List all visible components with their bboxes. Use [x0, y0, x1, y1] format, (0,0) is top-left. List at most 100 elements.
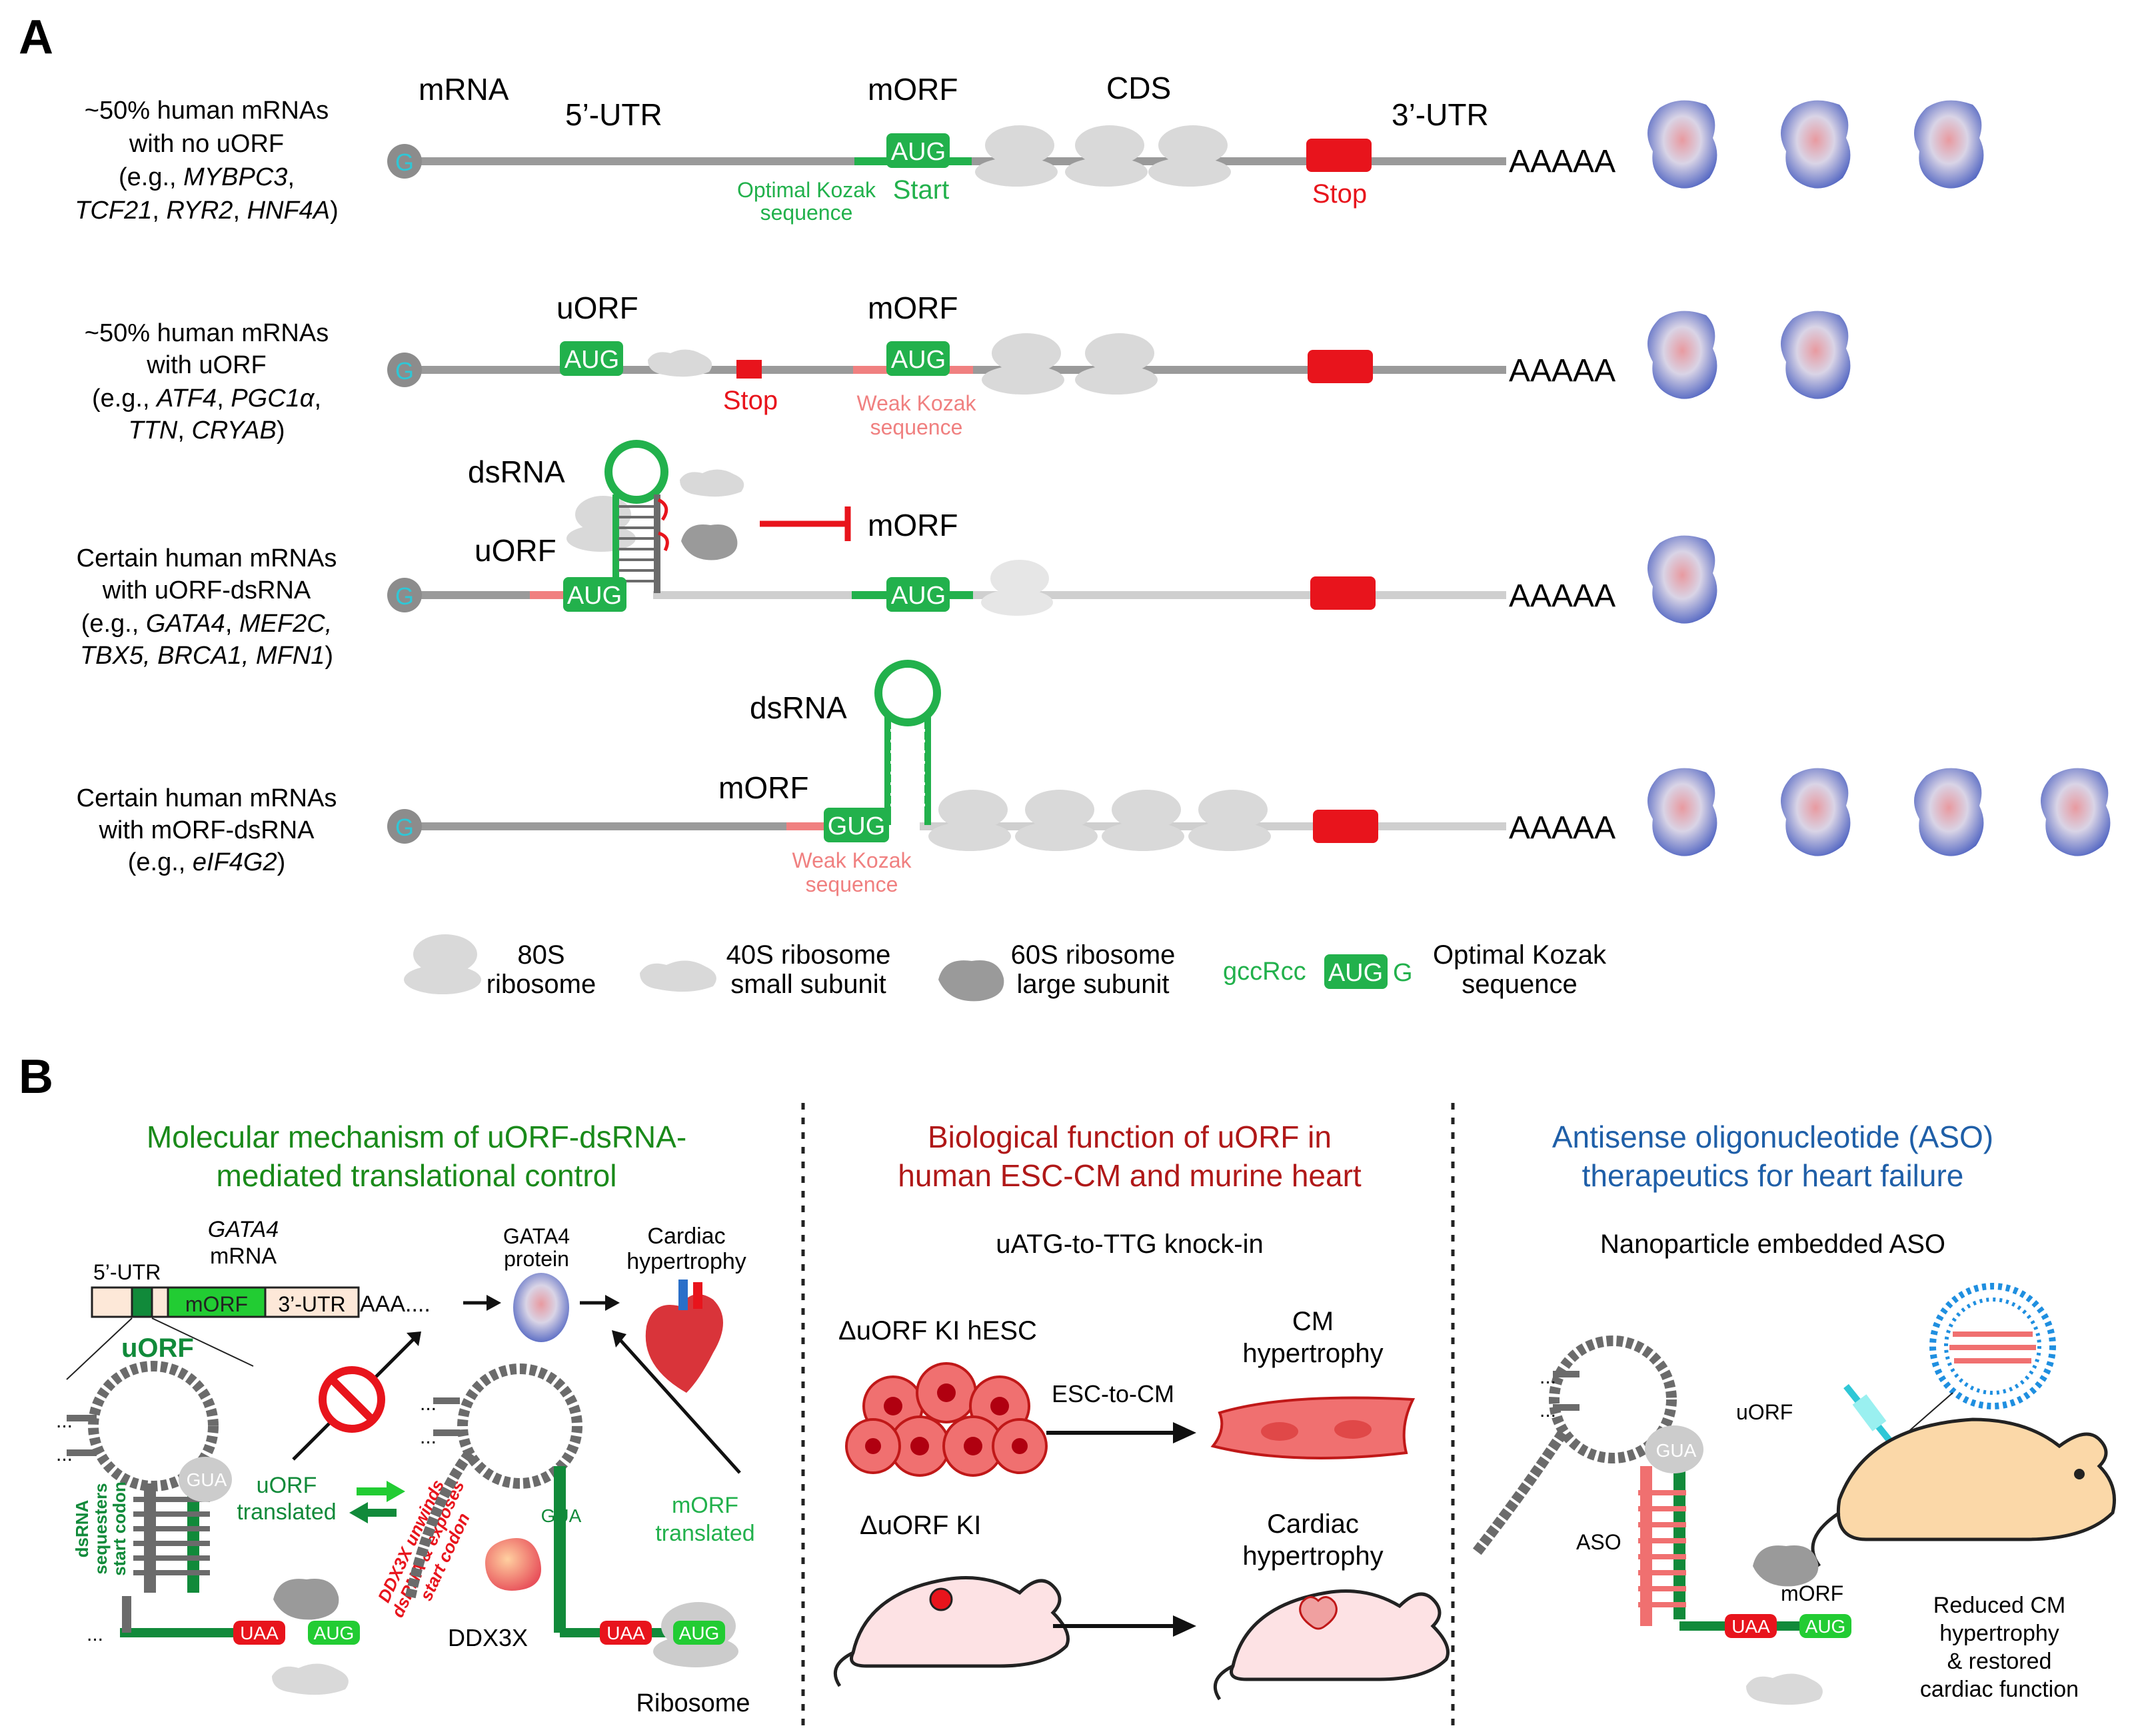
text-line: translated	[237, 1499, 336, 1525]
dsrna-structure-left	[67, 1361, 267, 1637]
protein-structure-icon	[1647, 100, 1984, 189]
hesc-nuclei	[865, 1383, 1028, 1455]
text-line: mediated translational control	[217, 1158, 617, 1193]
zoom-line-left	[66, 1317, 133, 1380]
mouse-treated-icon	[1811, 1417, 2116, 1567]
text-line: hypertrophy	[1242, 1339, 1383, 1368]
text-line: (e.g., GATA4, MEF2C,	[81, 610, 333, 638]
text-line: small subunit	[730, 970, 886, 999]
gene-name: GATA4	[208, 1217, 279, 1242]
header-3utr: 3’-UTR	[1392, 97, 1489, 132]
ribosome-80s-icon	[1645, 1425, 1703, 1473]
dsrna-label: dsRNA	[750, 690, 847, 725]
aso-therapy-column: Antisense oligonucleotide (ASO)therapeut…	[1472, 1120, 2116, 1705]
morf-codon-label: AUG	[891, 138, 946, 166]
morf-codon-label: AUG	[891, 346, 946, 374]
cap-icon	[387, 578, 422, 612]
text-line: CM	[1292, 1307, 1334, 1336]
cap-letter: G	[395, 814, 414, 841]
uorf-start-codon	[560, 341, 623, 376]
cap-letter: G	[395, 582, 414, 610]
morf-start-codon	[673, 1621, 725, 1645]
text-line: (e.g., ATF4, PGC1α,	[92, 385, 321, 413]
start-label: Start	[893, 175, 949, 205]
ribosome-80s-icon	[566, 496, 636, 552]
ribosome-60s-icon	[1753, 1545, 1819, 1587]
text-line: sequence	[806, 872, 898, 896]
text-line: Certain human mRNAs	[77, 784, 337, 812]
aug-label: AUG	[314, 1623, 355, 1643]
no-entry-icon	[319, 1366, 385, 1433]
uaa-label: UAA	[606, 1623, 645, 1643]
ellipsis: ...	[56, 1410, 73, 1432]
text-line: dsRNA	[72, 1499, 92, 1557]
stop-codon	[1308, 350, 1373, 383]
text-line: Optimal Kozak	[1433, 940, 1607, 970]
ellipsis: ...	[420, 1426, 437, 1448]
text-line: translated	[655, 1521, 754, 1546]
stop-label: Stop	[1312, 179, 1367, 209]
arrowhead	[487, 1295, 501, 1311]
text-line: protein	[504, 1247, 569, 1271]
morf-label: mORF	[868, 508, 958, 542]
cap-letter: G	[395, 357, 414, 385]
legend-kozak-suffix: G	[1393, 959, 1413, 987]
legend-80s-icon	[404, 934, 481, 994]
morf-label: mORF	[718, 770, 808, 805]
text-line: mORF	[672, 1493, 738, 1518]
protein-structure	[2041, 768, 2111, 856]
stop-codon	[1310, 576, 1376, 610]
uorf-label: uORF	[475, 533, 556, 568]
arrowhead	[612, 1330, 626, 1347]
text-line: hypertrophy	[1939, 1621, 2059, 1646]
morf-codon-label: AUG	[891, 582, 946, 610]
arrowhead	[1173, 1615, 1196, 1637]
protein-structure-icon	[1647, 311, 1851, 399]
legend-kozak-prefix: gccRcc	[1223, 958, 1306, 986]
uorf-codon-label: AUG	[567, 582, 622, 610]
text-line: Reduced CM	[1933, 1593, 2065, 1618]
text-line: Weak Kozak	[856, 391, 976, 415]
uorf-start-codon-gua: GUA	[1656, 1440, 1697, 1461]
ribosome-60s-icon	[273, 1579, 339, 1620]
ribosome-40s-icon	[1746, 1673, 1823, 1705]
uorf-label: uORF	[556, 291, 638, 325]
morf-start-codon	[308, 1621, 360, 1645]
text-line: (e.g., eIF4G2)	[128, 848, 286, 876]
dsrna-label: dsRNA	[468, 454, 565, 489]
stop-codon	[1313, 810, 1378, 843]
cap-icon	[387, 809, 422, 844]
bar-5utr-label: 5’-UTR	[93, 1260, 161, 1284]
legend-60s-icon	[938, 960, 1004, 1002]
morf-translated-label: mORF translated	[655, 1493, 754, 1546]
aug-label: AUG	[1805, 1616, 1846, 1637]
ribosome-60s-icon	[681, 524, 738, 560]
knockin-subtitle: uATG-to-TTG knock-in	[996, 1230, 1264, 1259]
uorf-label: uORF	[1736, 1400, 1793, 1424]
text-line: start codon	[109, 1481, 129, 1576]
therapy-title: Antisense oligonucleotide (ASO)therapeut…	[1552, 1120, 1993, 1193]
gata4-protein-icon	[513, 1273, 569, 1342]
subunit-release-arcs	[657, 498, 669, 552]
mechanism-column: Molecular mechanism of uORF-dsRNA-mediat…	[56, 1120, 755, 1717]
ellipsis: ...	[1540, 1399, 1556, 1421]
morf-start-codon	[824, 808, 889, 842]
uorf-stop-codon	[1725, 1614, 1777, 1638]
text-line: TTN, CRYAB)	[128, 417, 285, 444]
uorf-stop-codon	[736, 360, 762, 379]
hesc-label: ΔuORF KI hESC	[838, 1316, 1037, 1345]
protein-structure	[1781, 100, 1851, 189]
text-line: cardiac function	[1920, 1677, 2079, 1702]
ribosome-label: Ribosome	[636, 1689, 750, 1717]
esc-to-cm-label: ESC-to-CM	[1052, 1380, 1174, 1407]
ribosome-40s-icon	[648, 349, 712, 377]
